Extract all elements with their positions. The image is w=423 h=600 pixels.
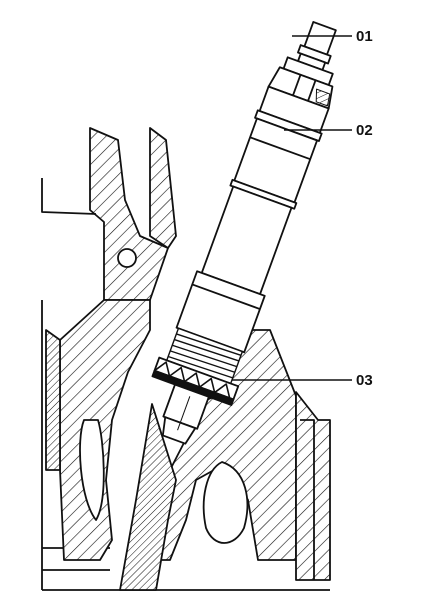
head-flange-right (295, 391, 331, 581)
head-body-left (59, 299, 151, 561)
head-wall-right-upper (149, 127, 177, 249)
injector-nozzle (161, 383, 210, 445)
callout-group-01: 01 (292, 28, 373, 45)
injector (151, 21, 337, 445)
callout-label-01: 01 (356, 28, 373, 45)
fuel-passage (119, 403, 177, 591)
head-outer-contour (41, 178, 110, 590)
callout-label-03: 03 (356, 372, 373, 389)
callout-group-03: 03 (232, 372, 373, 389)
head-flange-right-inner (300, 419, 315, 580)
coolant-pocket-right (202, 461, 249, 544)
cylinder-head (41, 127, 331, 591)
injector-connector (267, 21, 337, 110)
sealing-washer (151, 356, 240, 406)
injector-body (175, 85, 330, 354)
head-wall-left (89, 127, 169, 301)
oil-port-circle (117, 248, 137, 268)
callout-group-02: 02 (284, 122, 373, 139)
head-bore-left (45, 329, 61, 471)
callout-label-02: 02 (356, 122, 373, 139)
coolant-pocket-left (79, 419, 105, 521)
